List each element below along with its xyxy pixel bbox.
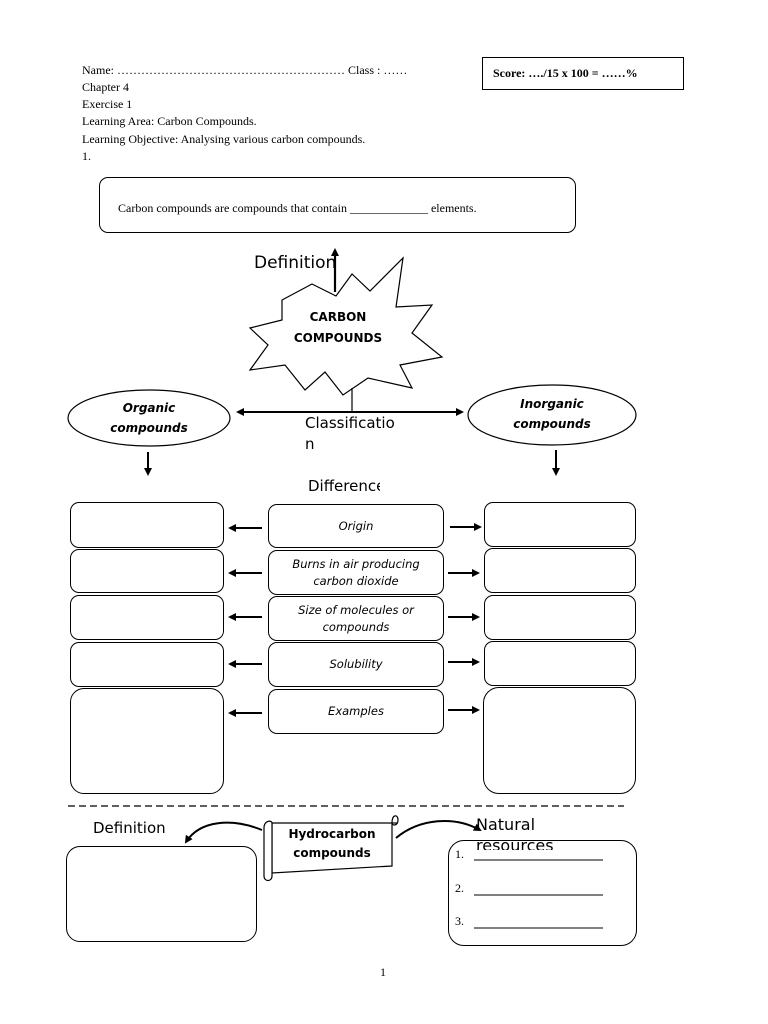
definition-blank[interactable]: _____________	[349, 201, 428, 215]
inorganic-size-answer[interactable]	[484, 595, 636, 640]
hydrocarbon-label: Hydrocarbon compounds	[274, 823, 390, 865]
inorganic-line2: compounds	[513, 417, 591, 431]
question-number: 1.	[82, 149, 91, 163]
score-text: Score: …./15 x 100 = ……%	[493, 66, 638, 80]
criterion-burns-line2: carbon dioxide	[313, 573, 399, 588]
bottom-definition-label: Definition	[93, 819, 166, 837]
organic-size-answer[interactable]	[70, 595, 224, 640]
organic-ellipse	[67, 389, 231, 447]
definition-box: Carbon compounds are compounds that cont…	[99, 177, 576, 233]
hydrocarbon-definition-arrow	[184, 821, 263, 844]
hydrocarbon-line2: compounds	[293, 846, 371, 860]
exercise-text: Exercise 1	[82, 97, 133, 111]
criterion-examples-line1: Examples	[328, 704, 384, 718]
criterion-size-line1: Size of molecules or	[298, 602, 414, 617]
differences-label: Differences	[308, 477, 380, 495]
inorganic-examples-answer[interactable]	[483, 687, 636, 794]
organic-solubility-answer[interactable]	[70, 642, 224, 687]
criterion-origin: Origin	[268, 504, 444, 548]
inorganic-line1: Inorganic	[520, 397, 584, 411]
resource-number-3: 3.	[455, 914, 464, 928]
inorganic-burns-answer[interactable]	[484, 548, 636, 593]
criterion-solubility: Solubility	[268, 642, 444, 687]
classification-label: Classification	[305, 414, 395, 453]
criterion-examples: Examples	[268, 689, 444, 734]
hydrocarbon-line1: Hydrocarbon	[288, 827, 376, 841]
learning-area-text: Learning Area: Carbon Compounds.	[82, 114, 257, 128]
hydrocarbon-scroll	[263, 815, 399, 882]
inorganic-solubility-answer[interactable]	[484, 641, 636, 686]
name-class-line: Name: ………………………………………………… Class : ……	[82, 63, 408, 77]
organic-line2: compounds	[110, 421, 188, 435]
natural-resources-box	[448, 840, 637, 946]
carbon-compounds-starburst	[248, 256, 444, 396]
definition-label: Definition	[254, 253, 337, 273]
criterion-burns-line1: Burns in air producing	[292, 556, 420, 571]
resource-number-2: 2.	[455, 881, 464, 895]
inorganic-origin-answer[interactable]	[484, 502, 636, 547]
organic-burns-answer[interactable]	[70, 549, 224, 593]
hydrocarbon-definition-answer[interactable]	[66, 846, 257, 942]
organic-origin-answer[interactable]	[70, 502, 224, 548]
hydrocarbon-resources-arrow	[395, 820, 482, 839]
inorganic-compounds-label: Inorganic compounds	[492, 393, 612, 435]
organic-examples-answer[interactable]	[70, 688, 224, 794]
criterion-solubility-line1: Solubility	[329, 657, 383, 671]
criterion-burns: Burns in air producing carbon dioxide	[268, 550, 444, 595]
definition-sentence: Carbon compounds are compounds that cont…	[118, 201, 477, 216]
chapter-text: Chapter 4	[82, 80, 129, 94]
natural-resources-label: Natural resources	[476, 815, 554, 850]
learning-objective-text: Learning Objective: Analysing various ca…	[82, 132, 366, 146]
definition-text-before: Carbon compounds are compounds that cont…	[118, 201, 350, 215]
score-box: Score: …./15 x 100 = ……%	[482, 57, 684, 90]
criterion-size: Size of molecules or compounds	[268, 596, 444, 641]
page-number: 1	[380, 965, 386, 979]
organic-line1: Organic	[122, 401, 176, 415]
resource-number-1: 1.	[455, 847, 464, 861]
center-label-line2: COMPOUNDS	[293, 331, 383, 345]
carbon-compounds-label: CARBON COMPOUNDS	[288, 307, 388, 349]
criterion-size-line2: compounds	[322, 619, 390, 634]
criterion-origin-line1: Origin	[338, 518, 374, 533]
inorganic-ellipse	[467, 384, 637, 446]
organic-compounds-label: Organic compounds	[90, 397, 208, 439]
center-label-line1: CARBON	[309, 310, 367, 324]
definition-text-after: elements.	[427, 201, 477, 215]
